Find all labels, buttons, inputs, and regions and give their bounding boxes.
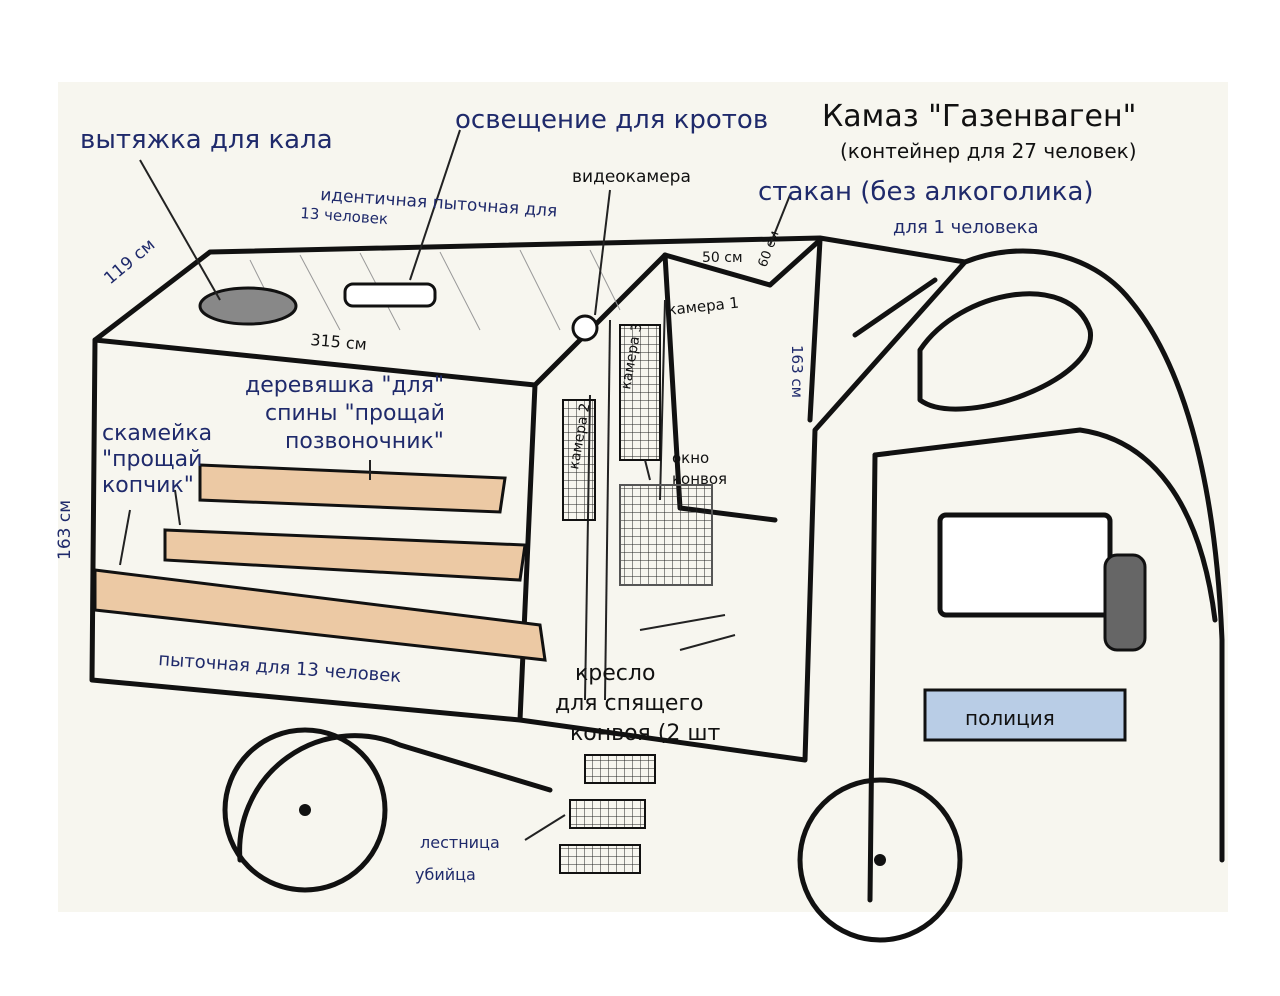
ladder <box>559 754 656 874</box>
label-bench-2: "прощай <box>102 447 202 472</box>
cell-3-grid <box>619 324 661 461</box>
dim-height-left: 163 см <box>55 500 75 560</box>
label-ladder-1: лестница <box>420 833 500 852</box>
label-ladder-2: убийца <box>415 865 476 884</box>
label-bench-1: скамейка <box>102 421 212 446</box>
police-stripe <box>923 688 1127 742</box>
label-cell-1: камера 1 <box>667 294 740 319</box>
bench-upper <box>163 528 527 582</box>
window-grate <box>619 484 713 586</box>
bench-lower <box>93 568 547 662</box>
diagram-title: Камаз "Газенваген" <box>822 99 1136 134</box>
dim-cell-width: 50 см <box>702 250 743 266</box>
exhaust-vent-icon <box>198 286 298 326</box>
video-camera-icon <box>571 314 599 342</box>
dim-height-cell: 163 см <box>788 345 806 398</box>
label-police: полиция <box>965 706 1055 730</box>
label-chair-2: для спящего <box>555 691 704 716</box>
label-window-2: конвоя <box>672 470 727 488</box>
side-mirror <box>1103 553 1147 652</box>
rear-wheel <box>222 727 388 893</box>
dim-cell-depth: 60 см <box>756 229 783 270</box>
cell-2-grid <box>562 399 596 521</box>
label-board-1: деревяшка "для" <box>245 373 444 398</box>
label-torture-room: пыточная для 13 человек <box>158 649 402 687</box>
label-video-camera: видеокамера <box>572 167 691 187</box>
dim-length: 315 см <box>310 330 368 354</box>
back-board <box>198 463 507 514</box>
label-board-2: спины "прощай <box>265 401 445 426</box>
label-exhaust: вытяжка для кала <box>80 125 333 155</box>
cab-window <box>937 512 1113 618</box>
dim-depth: 119 см <box>100 235 159 289</box>
diagram-subtitle: (контейнер для 27 человек) <box>840 139 1137 163</box>
wheels <box>222 727 963 943</box>
label-chair-3: конвоя (2 шт <box>570 721 720 746</box>
front-wheel <box>797 777 963 943</box>
label-glass-sub: для 1 человека <box>893 217 1039 238</box>
label-bench-3: копчик" <box>102 473 194 498</box>
label-glass: стакан (без алкоголика) <box>758 177 1094 207</box>
truck-cab <box>852 248 1225 903</box>
label-chair-1: кресло <box>575 661 655 686</box>
label-window-1: окно <box>672 449 709 467</box>
label-lighting: освещение для кротов <box>455 105 768 135</box>
label-board-3: позвоночник" <box>285 429 444 454</box>
leader-lines <box>119 129 791 841</box>
ceiling-light-icon <box>343 282 437 308</box>
